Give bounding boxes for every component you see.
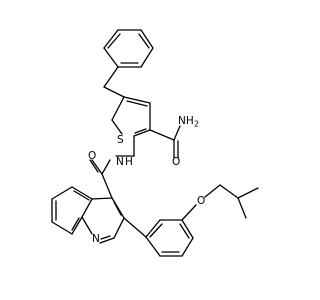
atom-label-amide-nitrogen: N H xyxy=(116,156,133,168)
svg-text:O: O xyxy=(197,195,205,207)
svg-text:NH: NH xyxy=(178,115,194,127)
molecule-canvas: S N H NH 2 O O N O xyxy=(51,29,259,257)
nh-linker-bonds xyxy=(115,135,135,157)
svg-text:N: N xyxy=(116,156,124,168)
quinoline-benzo-ring xyxy=(51,186,93,235)
thiophene-ring xyxy=(111,96,151,137)
svg-text:2: 2 xyxy=(194,120,199,129)
quinoline-pyridine-ring xyxy=(81,197,125,244)
atom-label-ether-oxygen: O xyxy=(197,195,205,207)
biaryl-bond xyxy=(123,217,147,238)
svg-text:O: O xyxy=(88,150,96,162)
svg-text:N: N xyxy=(92,233,100,245)
benzyl-ch2-bonds xyxy=(103,66,125,98)
secondary-amide-group xyxy=(89,159,113,199)
benzyl-phenyl-ring xyxy=(103,29,154,68)
atom-label-amide-oxygen-primary: O xyxy=(172,156,180,168)
isobutoxyphenyl-ring xyxy=(145,219,194,257)
molecule-structure: S N H NH 2 O O N O xyxy=(51,29,259,257)
primary-amide-group xyxy=(149,125,181,159)
svg-text:H: H xyxy=(125,156,133,168)
atom-label-amide-oxygen-secondary: O xyxy=(88,150,96,162)
svg-text:S: S xyxy=(117,134,124,146)
isobutoxy-chain xyxy=(181,184,259,221)
atom-label-sulfur: S xyxy=(117,134,124,146)
svg-text:O: O xyxy=(172,156,180,168)
atom-label-quinoline-nitrogen: N xyxy=(92,233,100,245)
atom-label-amino: NH 2 xyxy=(178,115,199,129)
